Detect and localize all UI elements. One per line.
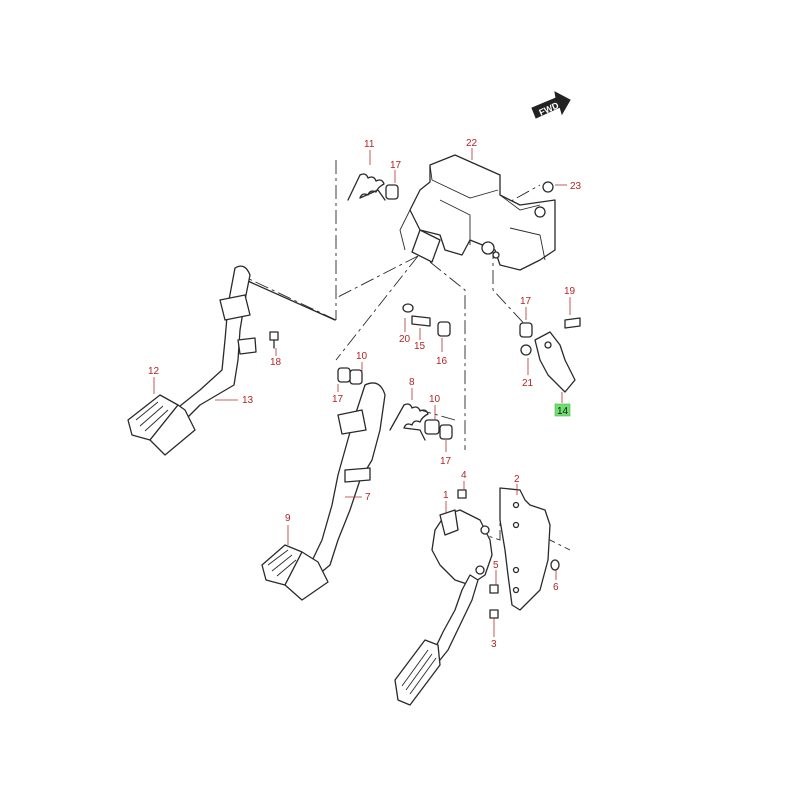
bracket-14	[534, 317, 581, 393]
callout-10-right: 10	[429, 394, 441, 405]
callout-15: 15	[414, 341, 426, 352]
callout-7: 7	[365, 492, 371, 503]
callout-13: 13	[242, 395, 254, 406]
callout-14-highlight	[554, 403, 571, 417]
callout-10-left: 10	[356, 351, 368, 362]
callout-18: 18	[270, 357, 282, 368]
callout-4: 4	[461, 470, 467, 481]
clutch-pedal-pad-12	[127, 394, 196, 456]
return-spring-8	[389, 403, 429, 441]
callout-17-top: 17	[390, 160, 402, 171]
brake-pedal-arm-7	[309, 382, 386, 576]
callout-22: 22	[466, 138, 478, 149]
callout-16: 16	[436, 356, 448, 367]
callout-3: 3	[491, 639, 497, 650]
callout-8: 8	[409, 377, 415, 388]
callout-23: 23	[570, 181, 582, 192]
pedal-bracket-22	[399, 154, 556, 271]
leader-lines	[153, 148, 571, 637]
callout-5: 5	[493, 560, 499, 571]
return-spring-11	[347, 173, 386, 201]
accelerator-bracket-2	[499, 487, 551, 611]
bolt-18	[269, 331, 279, 349]
callout-21: 21	[522, 378, 534, 389]
callout-17-left: 17	[332, 394, 344, 405]
callout-9: 9	[285, 513, 291, 524]
callout-17-bottom: 17	[440, 456, 452, 467]
callout-2: 2	[514, 474, 520, 485]
callout-11: 11	[364, 139, 375, 150]
callout-17-right: 17	[520, 296, 532, 307]
callout-20: 20	[399, 334, 411, 345]
callout-1: 1	[443, 490, 449, 501]
fwd-label: FWD	[537, 100, 560, 118]
fwd-arrow-icon: FWD	[531, 91, 571, 119]
callout-6: 6	[553, 582, 559, 593]
callout-12: 12	[148, 366, 160, 377]
brake-pedal-pad-9	[261, 544, 329, 601]
callout-19: 19	[564, 286, 576, 297]
pedal-shaft	[244, 277, 336, 321]
accelerator-pedal-1	[394, 489, 560, 706]
callout-14: 14	[557, 406, 569, 417]
callouts: 11 17 22 23 17 19 21 18 20 15 16 10 17 8…	[148, 138, 582, 650]
bushings	[337, 181, 554, 440]
